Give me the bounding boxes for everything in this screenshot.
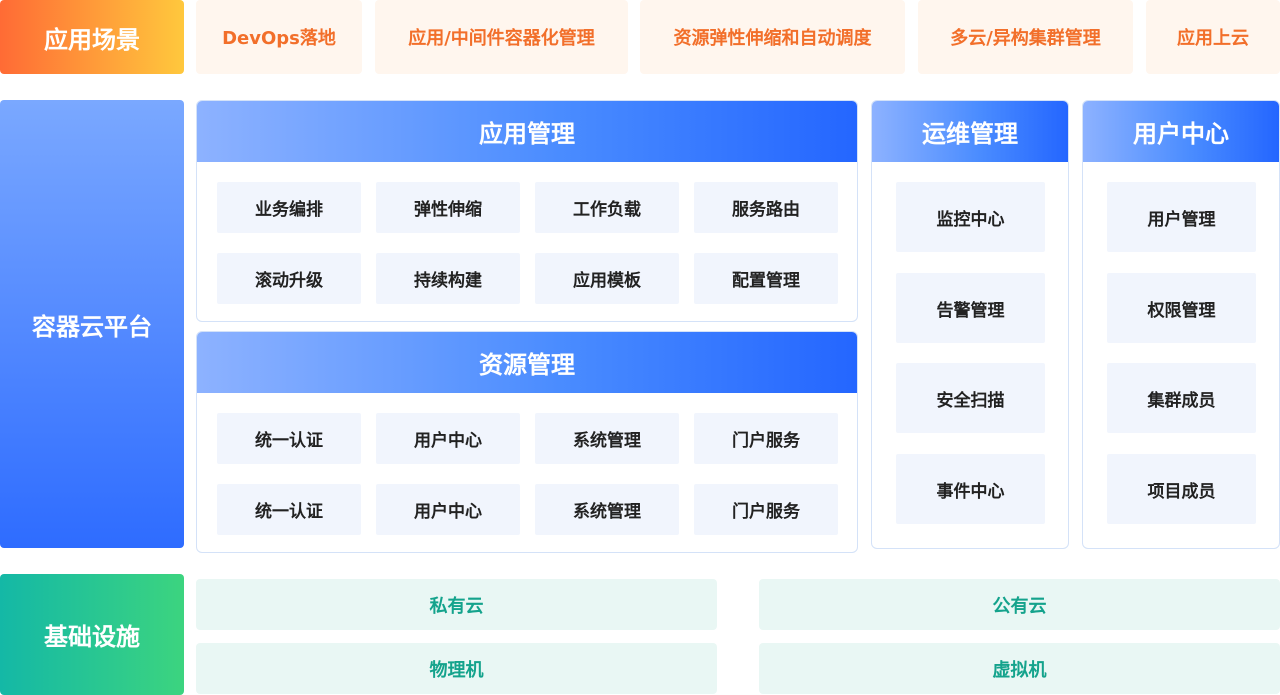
scenario-containerization: 应用/中间件容器化管理 xyxy=(375,0,628,74)
resource-item: 门户服务 xyxy=(694,413,838,464)
user-center-panel: 用户中心 用户管理 权限管理 集群成员 项目成员 xyxy=(1082,100,1280,549)
app-item: 工作负载 xyxy=(535,182,679,233)
ops-item: 事件中心 xyxy=(896,454,1045,524)
app-management-title: 应用管理 xyxy=(197,101,857,162)
resource-management-title: 资源管理 xyxy=(197,332,857,393)
resource-item: 用户中心 xyxy=(376,413,520,464)
infra-public-cloud: 公有云 xyxy=(759,579,1280,630)
app-item: 持续构建 xyxy=(376,253,520,304)
ops-item: 安全扫描 xyxy=(896,363,1045,433)
app-item: 服务路由 xyxy=(694,182,838,233)
resource-item: 门户服务 xyxy=(694,484,838,535)
resource-item: 系统管理 xyxy=(535,413,679,464)
resource-management-panel: 资源管理 统一认证 用户中心 系统管理 门户服务 统一认证 用户中心 系统管理 … xyxy=(196,331,858,553)
ops-item: 监控中心 xyxy=(896,182,1045,252)
user-item: 权限管理 xyxy=(1107,273,1256,343)
app-management-panel: 应用管理 业务编排 弹性伸缩 工作负载 服务路由 滚动升级 持续构建 应用模板 … xyxy=(196,100,858,322)
app-item: 应用模板 xyxy=(535,253,679,304)
infra-virtual-machine: 虚拟机 xyxy=(759,643,1280,694)
resource-item: 统一认证 xyxy=(217,413,361,464)
scenario-multi-cloud: 多云/异构集群管理 xyxy=(918,0,1133,74)
platform-row-label: 容器云平台 xyxy=(0,100,184,548)
user-center-title: 用户中心 xyxy=(1083,101,1279,162)
ops-management-title: 运维管理 xyxy=(872,101,1068,162)
app-item: 配置管理 xyxy=(694,253,838,304)
resource-item: 统一认证 xyxy=(217,484,361,535)
scenario-cloud-migration: 应用上云 xyxy=(1146,0,1280,74)
ops-management-panel: 运维管理 监控中心 告警管理 安全扫描 事件中心 xyxy=(871,100,1069,549)
infra-private-cloud: 私有云 xyxy=(196,579,717,630)
resource-item: 系统管理 xyxy=(535,484,679,535)
scenario-devops: DevOps落地 xyxy=(196,0,362,74)
user-item: 用户管理 xyxy=(1107,182,1256,252)
infra-physical-machine: 物理机 xyxy=(196,643,717,694)
user-item: 集群成员 xyxy=(1107,363,1256,433)
scenario-row-label: 应用场景 xyxy=(0,0,184,74)
app-item: 业务编排 xyxy=(217,182,361,233)
resource-item: 用户中心 xyxy=(376,484,520,535)
user-item: 项目成员 xyxy=(1107,454,1256,524)
infrastructure-row-label: 基础设施 xyxy=(0,574,184,695)
app-item: 滚动升级 xyxy=(217,253,361,304)
app-item: 弹性伸缩 xyxy=(376,182,520,233)
scenario-elastic-scaling: 资源弹性伸缩和自动调度 xyxy=(640,0,905,74)
ops-item: 告警管理 xyxy=(896,273,1045,343)
